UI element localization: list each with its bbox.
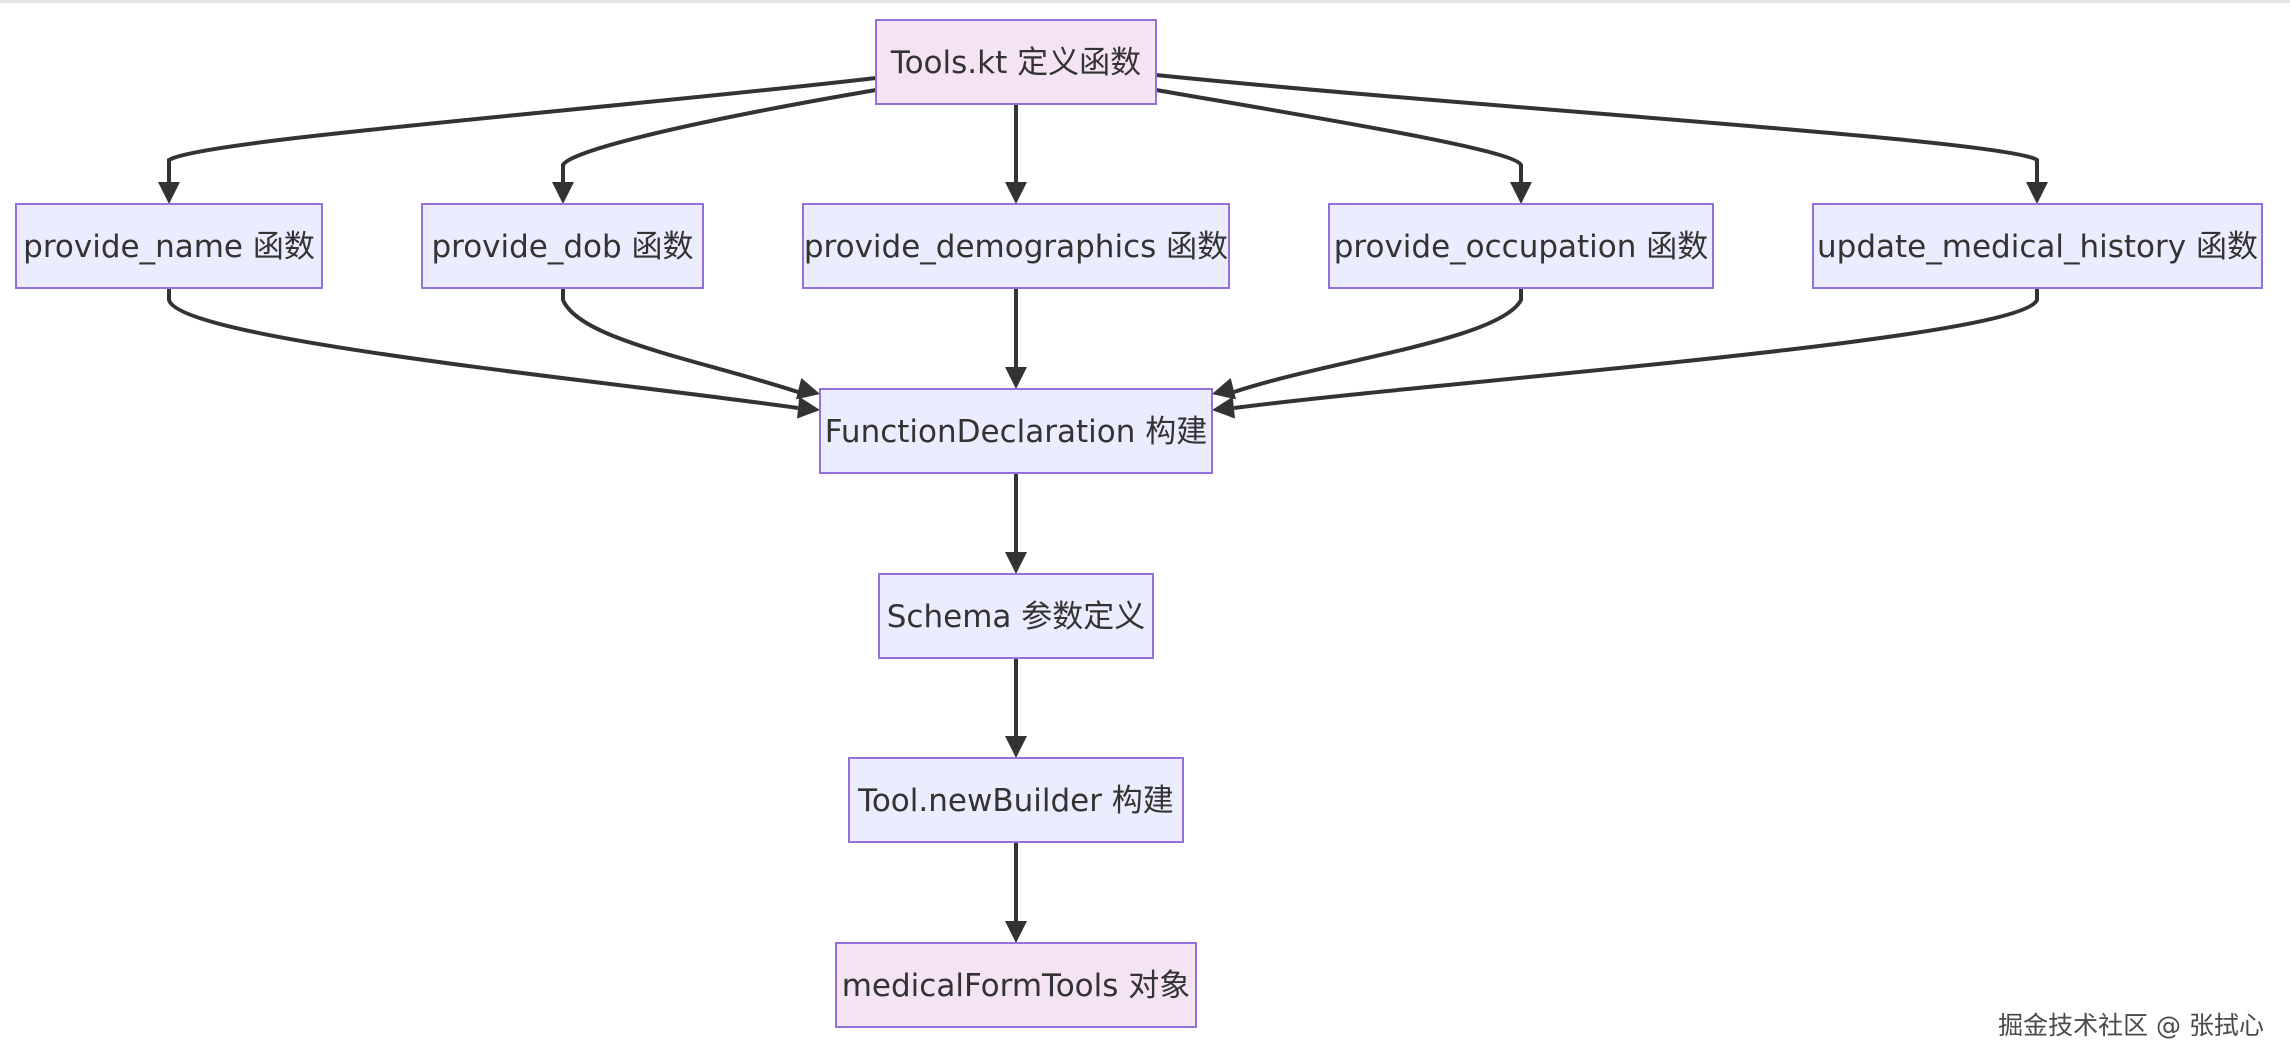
node-provide-occupation: provide_occupation 函数 <box>1328 203 1714 289</box>
node-provide-name: provide_name 函数 <box>15 203 323 289</box>
edges-layer <box>158 73 2048 943</box>
arrowhead-function-declaration <box>1212 378 1237 400</box>
arrowhead-tool-new-builder <box>1005 736 1027 758</box>
arrowhead-medical-form-tools <box>1005 921 1027 943</box>
nodes-layer: Tools.kt 定义函数 provide_name 函数 provide_dob … <box>15 19 2263 1028</box>
node-tool-new-builder-label: Tool.newBuilder 构建 <box>857 783 1174 819</box>
node-tools-kt-label: Tools.kt 定义函数 <box>890 45 1141 81</box>
edge-provide-occupation-to-function-declaration <box>1233 288 1523 394</box>
edge-tools-kt-to-provide-dob <box>561 88 877 182</box>
node-provide-demographics: provide_demographics 函数 <box>802 203 1230 289</box>
arrowhead-provide-dob <box>552 182 574 204</box>
arrowhead-provide-occupation <box>1510 182 1532 204</box>
node-medical-form-tools: medicalFormTools 对象 <box>835 942 1197 1028</box>
edge-tools-kt-to-provide-name <box>167 76 877 182</box>
node-provide-demographics-box <box>802 203 1230 289</box>
edge-provide-name-to-function-declaration <box>167 288 799 410</box>
node-tools-kt-box <box>875 19 1157 105</box>
arrowhead-provide-demographics <box>1005 182 1027 204</box>
node-tool-new-builder: Tool.newBuilder 构建 <box>848 757 1184 843</box>
node-tools-kt: Tools.kt 定义函数 <box>875 19 1157 105</box>
node-schema-box <box>878 573 1154 659</box>
top-border <box>0 0 2290 3</box>
arrowhead-function-declaration <box>796 396 820 419</box>
node-provide-dob-label: provide_dob 函数 <box>431 229 693 265</box>
arrowhead-function-declaration <box>1212 396 1236 419</box>
node-update-medical-history-box <box>1812 203 2263 289</box>
node-provide-occupation-box <box>1328 203 1714 289</box>
edge-tools-kt-to-update-medical-history <box>1155 73 2039 182</box>
edge-provide-dob-to-function-declaration <box>561 288 799 394</box>
node-medical-form-tools-box <box>835 942 1197 1028</box>
node-provide-occupation-label: provide_occupation 函数 <box>1334 229 1709 265</box>
arrowhead-update-medical-history <box>2026 182 2048 204</box>
node-provide-dob: provide_dob 函数 <box>421 203 704 289</box>
node-provide-dob-box <box>421 203 704 289</box>
node-function-declaration-box <box>819 388 1213 474</box>
arrowhead-provide-name <box>158 182 180 204</box>
node-update-medical-history-label: update_medical_history 函数 <box>1817 229 2258 265</box>
node-function-declaration: FunctionDeclaration 构建 <box>819 388 1213 474</box>
node-schema: Schema 参数定义 <box>878 573 1154 659</box>
node-provide-name-box <box>15 203 323 289</box>
node-schema-label: Schema 参数定义 <box>887 599 1146 635</box>
node-provide-demographics-label: provide_demographics 函数 <box>804 229 1228 265</box>
arrowhead-function-declaration <box>795 378 820 400</box>
node-provide-name-label: provide_name 函数 <box>23 229 315 265</box>
arrowhead-schema <box>1005 552 1027 574</box>
node-medical-form-tools-label: medicalFormTools 对象 <box>842 968 1191 1004</box>
arrowhead-function-declaration <box>1005 367 1027 389</box>
node-function-declaration-label: FunctionDeclaration 构建 <box>825 414 1207 450</box>
node-update-medical-history: update_medical_history 函数 <box>1812 203 2263 289</box>
edge-tools-kt-to-provide-occupation <box>1155 88 1523 182</box>
watermark: 掘金技术社区 @ 张拭心 <box>1998 1011 2264 1040</box>
edge-update-medical-history-to-function-declaration <box>1233 288 2039 410</box>
node-tool-new-builder-box <box>848 757 1184 843</box>
